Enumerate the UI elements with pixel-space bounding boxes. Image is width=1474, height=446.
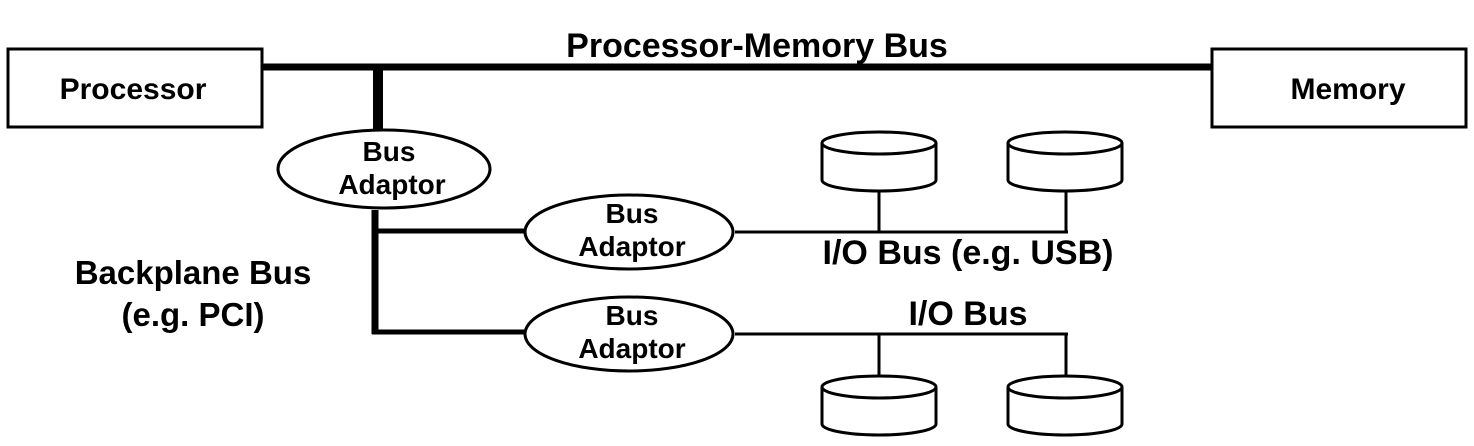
bus-adaptor-io: Bus Adaptor: [523, 295, 735, 373]
disk-cylinder-icon: [1006, 130, 1124, 193]
disk-cylinder-icon: [820, 374, 938, 437]
io-bus-label: I/O Bus: [908, 295, 1027, 333]
disk-cylinder-icon: [820, 130, 938, 193]
processor-block: Processor: [6, 47, 264, 129]
backplane-bus-label-line2: (e.g. PCI): [121, 296, 264, 333]
bus-adaptor-main-line2: Adaptor: [338, 169, 445, 200]
io-bus-usb-label: I/O Bus (e.g. USB): [823, 234, 1114, 272]
bus-adaptor-usb-line2: Adaptor: [578, 231, 685, 262]
bus-adaptor-io-line1: Bus: [606, 300, 659, 331]
bus-adaptor-main: Bus Adaptor: [276, 128, 492, 210]
memory-label: Memory: [1290, 73, 1405, 106]
processor-memory-bus-label: Processor-Memory Bus: [566, 27, 948, 65]
bus-adaptor-usb-line1: Bus: [606, 198, 659, 229]
backplane-bus-label-line1: Backplane Bus: [75, 254, 312, 291]
memory-block: Memory: [1210, 47, 1468, 129]
backplane-bus: Backplane Bus (e.g. PCI): [75, 210, 528, 335]
disk-cylinder-icon: [1006, 374, 1124, 437]
bus-adaptor-usb: Bus Adaptor: [523, 193, 735, 271]
processor-memory-bus: Processor-Memory Bus: [262, 27, 1212, 71]
io-bus: I/O Bus: [735, 295, 1068, 376]
io-bus-usb: I/O Bus (e.g. USB): [735, 190, 1113, 272]
bus-adaptor-io-line2: Adaptor: [578, 333, 685, 364]
bus-adaptor-main-line1: Bus: [363, 136, 416, 167]
processor-label: Processor: [60, 73, 207, 106]
